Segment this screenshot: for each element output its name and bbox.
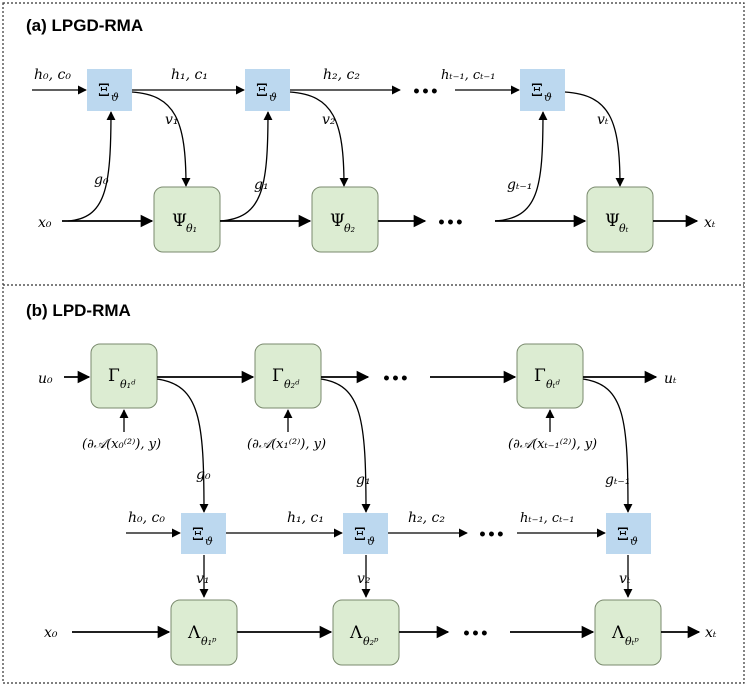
svg-text:ϑ: ϑ bbox=[111, 91, 119, 104]
svg-text:Ξ: Ξ bbox=[354, 525, 366, 545]
svg-text:θ₁ᵈ: θ₁ᵈ bbox=[120, 378, 136, 391]
svg-text:θ₂: θ₂ bbox=[344, 222, 355, 235]
svg-text:θ₁: θ₁ bbox=[186, 222, 197, 235]
svg-text:θ₂ᵈ: θ₂ᵈ bbox=[284, 378, 300, 391]
label-b-g0: g₀ bbox=[196, 467, 211, 483]
edge-b-g1 bbox=[320, 378, 371, 513]
psi-box-a-2: Ψ θ₂ bbox=[311, 186, 379, 253]
label-a-v2: v₂ bbox=[322, 112, 336, 128]
ellipsis-b-mid: ••• bbox=[478, 527, 505, 543]
label-a-h1c1: h₁, c₁ bbox=[171, 67, 208, 83]
section-a-title: (a) LPGD-RMA bbox=[26, 16, 143, 35]
svg-text:Ξ: Ξ bbox=[98, 81, 110, 101]
label-b-gradT1: (∂𝒜(xₜ₋₁⁽²⁾), y) bbox=[508, 437, 597, 452]
svg-text:Λ: Λ bbox=[349, 623, 363, 643]
svg-text:Ψ: Ψ bbox=[330, 211, 345, 231]
svg-text:ϑ: ϑ bbox=[544, 91, 552, 104]
svg-text:ϑ: ϑ bbox=[367, 535, 375, 548]
svg-text:Ξ: Ξ bbox=[531, 81, 543, 101]
svg-text:θ₂ᵖ: θ₂ᵖ bbox=[363, 635, 379, 648]
lambda-box-b-1: Λ θ₁ᵖ bbox=[170, 599, 238, 666]
label-a-gT1: gₜ₋₁ bbox=[507, 177, 532, 193]
svg-text:Ψ: Ψ bbox=[172, 211, 187, 231]
label-b-h0c0: h₀, c₀ bbox=[128, 510, 165, 526]
xi-box-b-3: Ξ ϑ bbox=[606, 513, 651, 554]
svg-text:θₜᵖ: θₜᵖ bbox=[625, 635, 639, 648]
svg-text:Γ: Γ bbox=[534, 366, 546, 386]
edge-a-v2 bbox=[289, 91, 349, 187]
edge-a-g0 bbox=[67, 111, 116, 222]
gamma-box-b-3: Γ θₜᵈ bbox=[516, 343, 584, 409]
svg-text:θₜᵈ: θₜᵈ bbox=[546, 378, 560, 391]
svg-text:Ξ: Ξ bbox=[256, 81, 268, 101]
xi-box-a-2: Ξ ϑ bbox=[245, 69, 290, 111]
svg-text:ϑ: ϑ bbox=[205, 535, 213, 548]
edge-a-gT1 bbox=[494, 111, 548, 222]
gamma-box-b-2: Γ θ₂ᵈ bbox=[254, 343, 322, 409]
svg-text:Ψ: Ψ bbox=[605, 211, 620, 231]
label-a-hT1cT1: hₜ₋₁, cₜ₋₁ bbox=[441, 68, 495, 83]
label-b-h2c2: h₂, c₂ bbox=[408, 510, 445, 526]
svg-text:Γ: Γ bbox=[272, 366, 284, 386]
label-a-v1: v₁ bbox=[165, 112, 179, 128]
label-a-h2c2: h₂, c₂ bbox=[323, 67, 360, 83]
svg-text:θₜ: θₜ bbox=[619, 222, 629, 235]
label-b-uT: uₜ bbox=[664, 371, 677, 387]
lambda-box-b-3: Λ θₜᵖ bbox=[594, 599, 662, 666]
label-b-v2: v₂ bbox=[357, 571, 371, 587]
label-b-grad1: (∂𝒜(x₁⁽²⁾), y) bbox=[247, 437, 326, 452]
psi-box-a-1: Ξ Ψ θ₁ bbox=[153, 186, 221, 253]
gamma-box-b-1: Γ θ₁ᵈ bbox=[90, 343, 158, 409]
edge-b-g0 bbox=[156, 378, 209, 513]
label-a-xT: xₜ bbox=[704, 215, 716, 231]
ellipsis-a-bottom: ••• bbox=[437, 215, 464, 231]
label-b-g1: g₁ bbox=[356, 472, 371, 488]
label-b-h1c1: h₁, c₁ bbox=[287, 510, 324, 526]
label-b-hT1cT1: hₜ₋₁, cₜ₋₁ bbox=[520, 511, 574, 526]
label-a-x0: x₀ bbox=[38, 215, 52, 231]
label-b-grad0: (∂𝒜(x₀⁽²⁾), y) bbox=[82, 437, 161, 452]
svg-text:Ξ: Ξ bbox=[617, 525, 629, 545]
svg-text:Γ: Γ bbox=[108, 366, 120, 386]
edge-a-vT bbox=[564, 91, 625, 187]
label-b-u0: u₀ bbox=[38, 371, 53, 387]
label-b-xT: xₜ bbox=[705, 625, 717, 641]
label-b-x0: x₀ bbox=[44, 625, 58, 641]
label-b-gT1: gₜ₋₁ bbox=[605, 472, 630, 488]
edge-b-gT1 bbox=[582, 378, 633, 513]
ellipsis-b-bottom: ••• bbox=[462, 626, 489, 642]
svg-text:θ₁ᵖ: θ₁ᵖ bbox=[201, 635, 217, 648]
svg-text:Ξ: Ξ bbox=[192, 525, 204, 545]
psi-box-a-3: Ψ θₜ bbox=[586, 186, 654, 253]
svg-text:ϑ: ϑ bbox=[630, 535, 638, 548]
svg-text:Λ: Λ bbox=[611, 623, 625, 643]
label-b-vT: vₜ bbox=[619, 571, 631, 587]
label-a-g1: g₁ bbox=[254, 177, 269, 193]
xi-box-b-2: Ξ ϑ bbox=[343, 513, 388, 554]
svg-text:Λ: Λ bbox=[187, 623, 201, 643]
ellipsis-b-top: ••• bbox=[382, 371, 409, 387]
svg-text:ϑ: ϑ bbox=[269, 91, 277, 104]
section-b-title: (b) LPD-RMA bbox=[26, 301, 131, 320]
xi-box-b-1: Ξ ϑ bbox=[181, 513, 226, 554]
label-b-v1: v₁ bbox=[196, 571, 210, 587]
label-a-g0: g₀ bbox=[94, 172, 109, 188]
lambda-box-b-2: Λ θ₂ᵖ bbox=[332, 599, 400, 666]
label-a-h0c0: h₀, c₀ bbox=[34, 67, 71, 83]
xi-box-a-3: Ξ ϑ bbox=[520, 69, 565, 111]
ellipsis-a-top: ••• bbox=[412, 84, 439, 100]
xi-box-a-1: Ξ ϑ bbox=[87, 69, 132, 111]
edge-a-g1 bbox=[219, 111, 273, 222]
edge-a-v1 bbox=[131, 91, 191, 187]
label-a-vT: vₜ bbox=[597, 112, 609, 128]
